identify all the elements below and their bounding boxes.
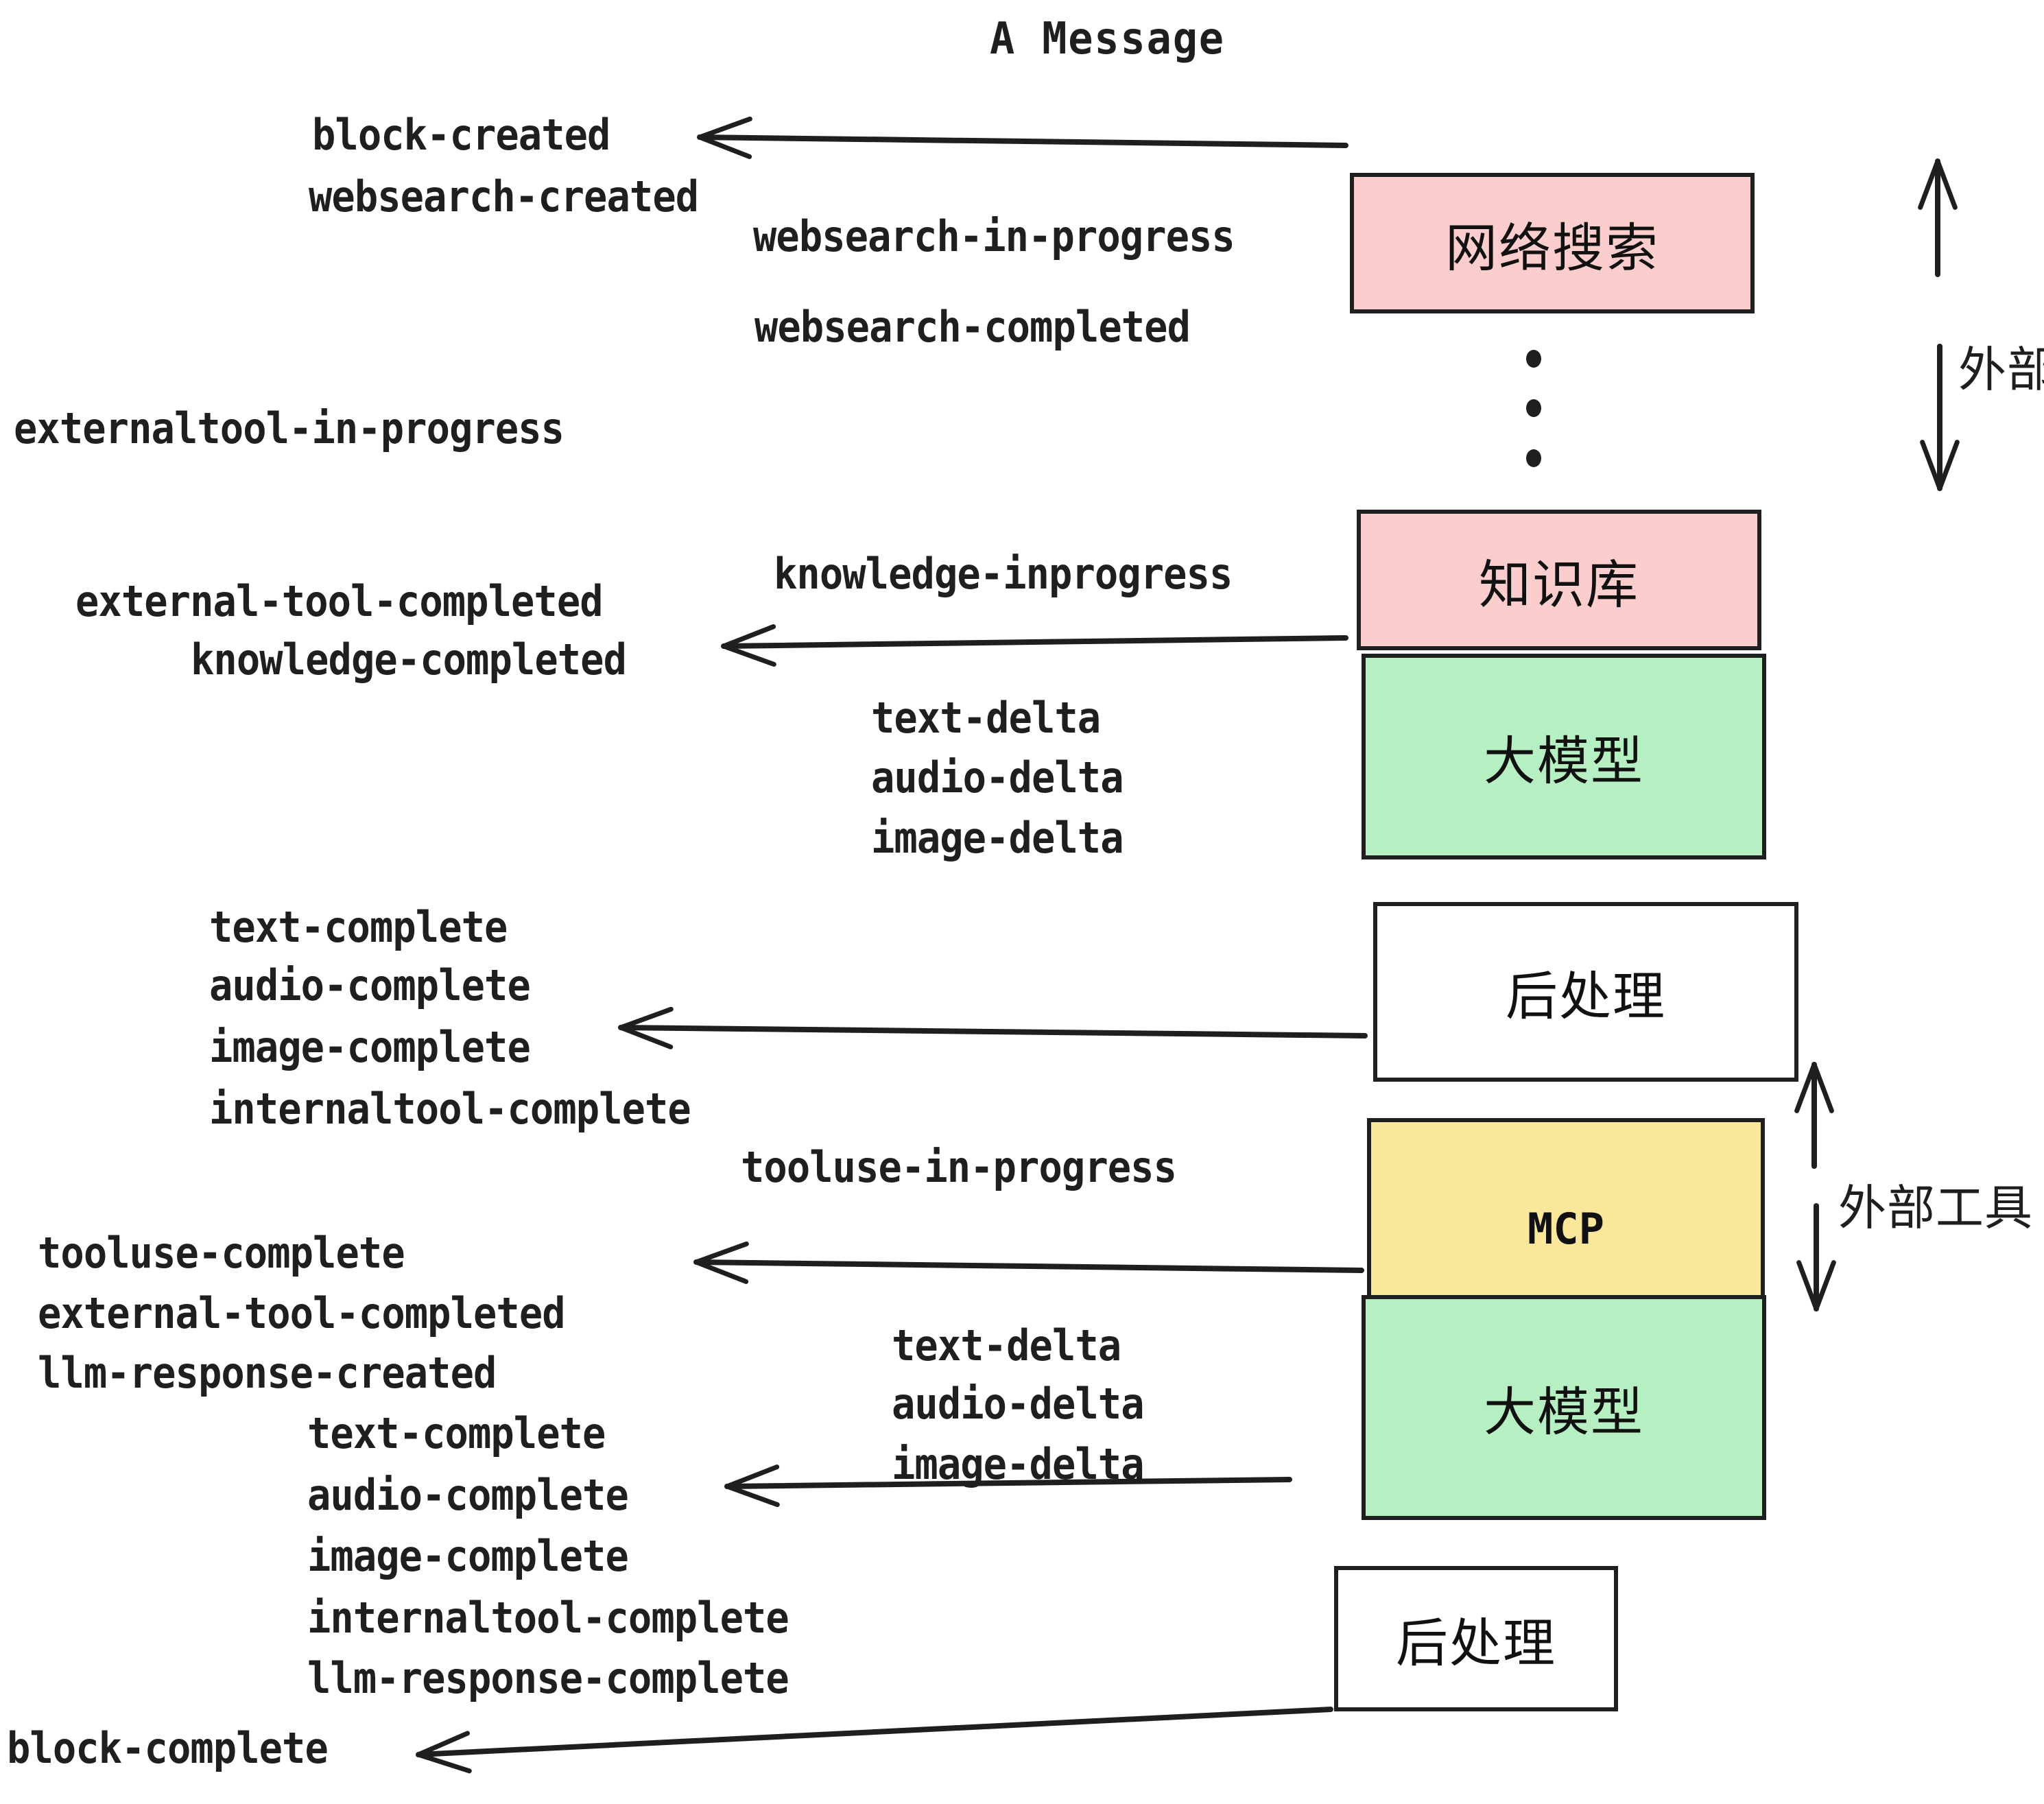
event-image-delta-2: image-delta [892,1439,1145,1489]
event-external-tool-completed-1: external-tool-completed [75,576,604,626]
event-internaltool-complete-2: internaltool-complete [307,1593,789,1643]
event-text-delta-2: text-delta [892,1320,1121,1370]
arrow-websearch-to-block-line [697,134,1348,148]
event-knowledge-inprogress: knowledge-inprogress [774,549,1233,599]
arrow-mcp-to-left-line [693,1259,1364,1273]
event-block-created: block-created [312,110,610,160]
ext-tools-up-bottom-head [1794,1062,1834,1113]
event-image-complete-1: image-complete [209,1022,531,1072]
node-postprocess-bot: 后处理 [1334,1566,1618,1711]
event-audio-complete-1: audio-complete [209,960,531,1010]
arrow-postprocess-to-block-head [416,1731,472,1774]
event-text-delta-1: text-delta [871,693,1101,743]
event-websearch-in-progress: websearch-in-progress [753,211,1235,261]
node-label-llm-top: 大模型 [1484,731,1644,792]
ext-tools-up-top-head [1918,158,1958,210]
node-label-knowledge: 知识库 [1479,554,1639,615]
arrow-postprocess-to-block-line [416,1707,1333,1757]
node-label-mcp: MCP [1528,1203,1604,1254]
event-audio-complete-2: audio-complete [307,1470,629,1520]
arrow-postprocess-to-left-head [618,1006,674,1049]
event-image-complete-2: image-complete [307,1531,629,1581]
event-knowledge-completed: knowledge-completed [191,634,627,685]
node-websearch: 网络搜索 [1350,173,1755,313]
diagram-title: A Message [990,14,1225,64]
ext-tools-down-top-head [1920,440,1960,491]
ellipsis-dot-2 [1526,399,1541,417]
ext-tools-down-bottom-head [1796,1260,1836,1312]
ellipsis-dot-3 [1526,449,1541,467]
arrow-mcp-to-left-head [693,1241,749,1284]
event-audio-delta-1: audio-delta [871,752,1124,803]
event-externaltool-in-progress: externaltool-in-progress [14,403,565,453]
event-internaltool-complete-1: internaltool-complete [209,1084,691,1134]
side-label-external-tools-top: 外部工具 [1958,342,2044,398]
node-label-postprocess-top: 后处理 [1506,966,1666,1027]
arrow-postprocess-to-left-line [618,1025,1368,1039]
node-llm-top: 大模型 [1362,654,1766,859]
node-postprocess-top: 后处理 [1373,902,1798,1082]
event-text-complete-2: text-complete [307,1408,606,1458]
event-image-delta-1: image-delta [871,813,1124,863]
side-label-external-tools-bottom: 外部工具 [1838,1180,2033,1236]
event-external-tool-completed-2: external-tool-completed [38,1288,566,1338]
event-websearch-created: websearch-created [309,171,699,222]
event-tooluse-in-progress: tooluse-in-progress [741,1142,1177,1192]
event-block-complete: block-complete [7,1723,329,1773]
event-audio-delta-2: audio-delta [892,1379,1145,1429]
node-llm-bottom: 大模型 [1362,1295,1766,1520]
node-label-llm-bottom: 大模型 [1484,1381,1644,1443]
arrow-websearch-to-block-head [697,116,752,159]
event-websearch-completed: websearch-completed [754,302,1191,352]
event-text-complete-1: text-complete [209,902,508,952]
arrow-llm-to-audio-head [724,1464,780,1508]
node-label-websearch: 网络搜索 [1445,217,1659,278]
node-knowledge: 知识库 [1357,510,1761,650]
event-llm-response-complete: llm-response-complete [307,1653,789,1703]
event-llm-response-created: llm-response-created [38,1348,497,1398]
event-tooluse-complete: tooluse-complete [38,1228,405,1278]
arrow-knowledge-to-left-head [721,624,776,667]
arrow-knowledge-to-left-line [721,635,1348,649]
ellipsis-dot-1 [1526,350,1541,368]
node-label-postprocess-bot: 后处理 [1396,1613,1556,1674]
